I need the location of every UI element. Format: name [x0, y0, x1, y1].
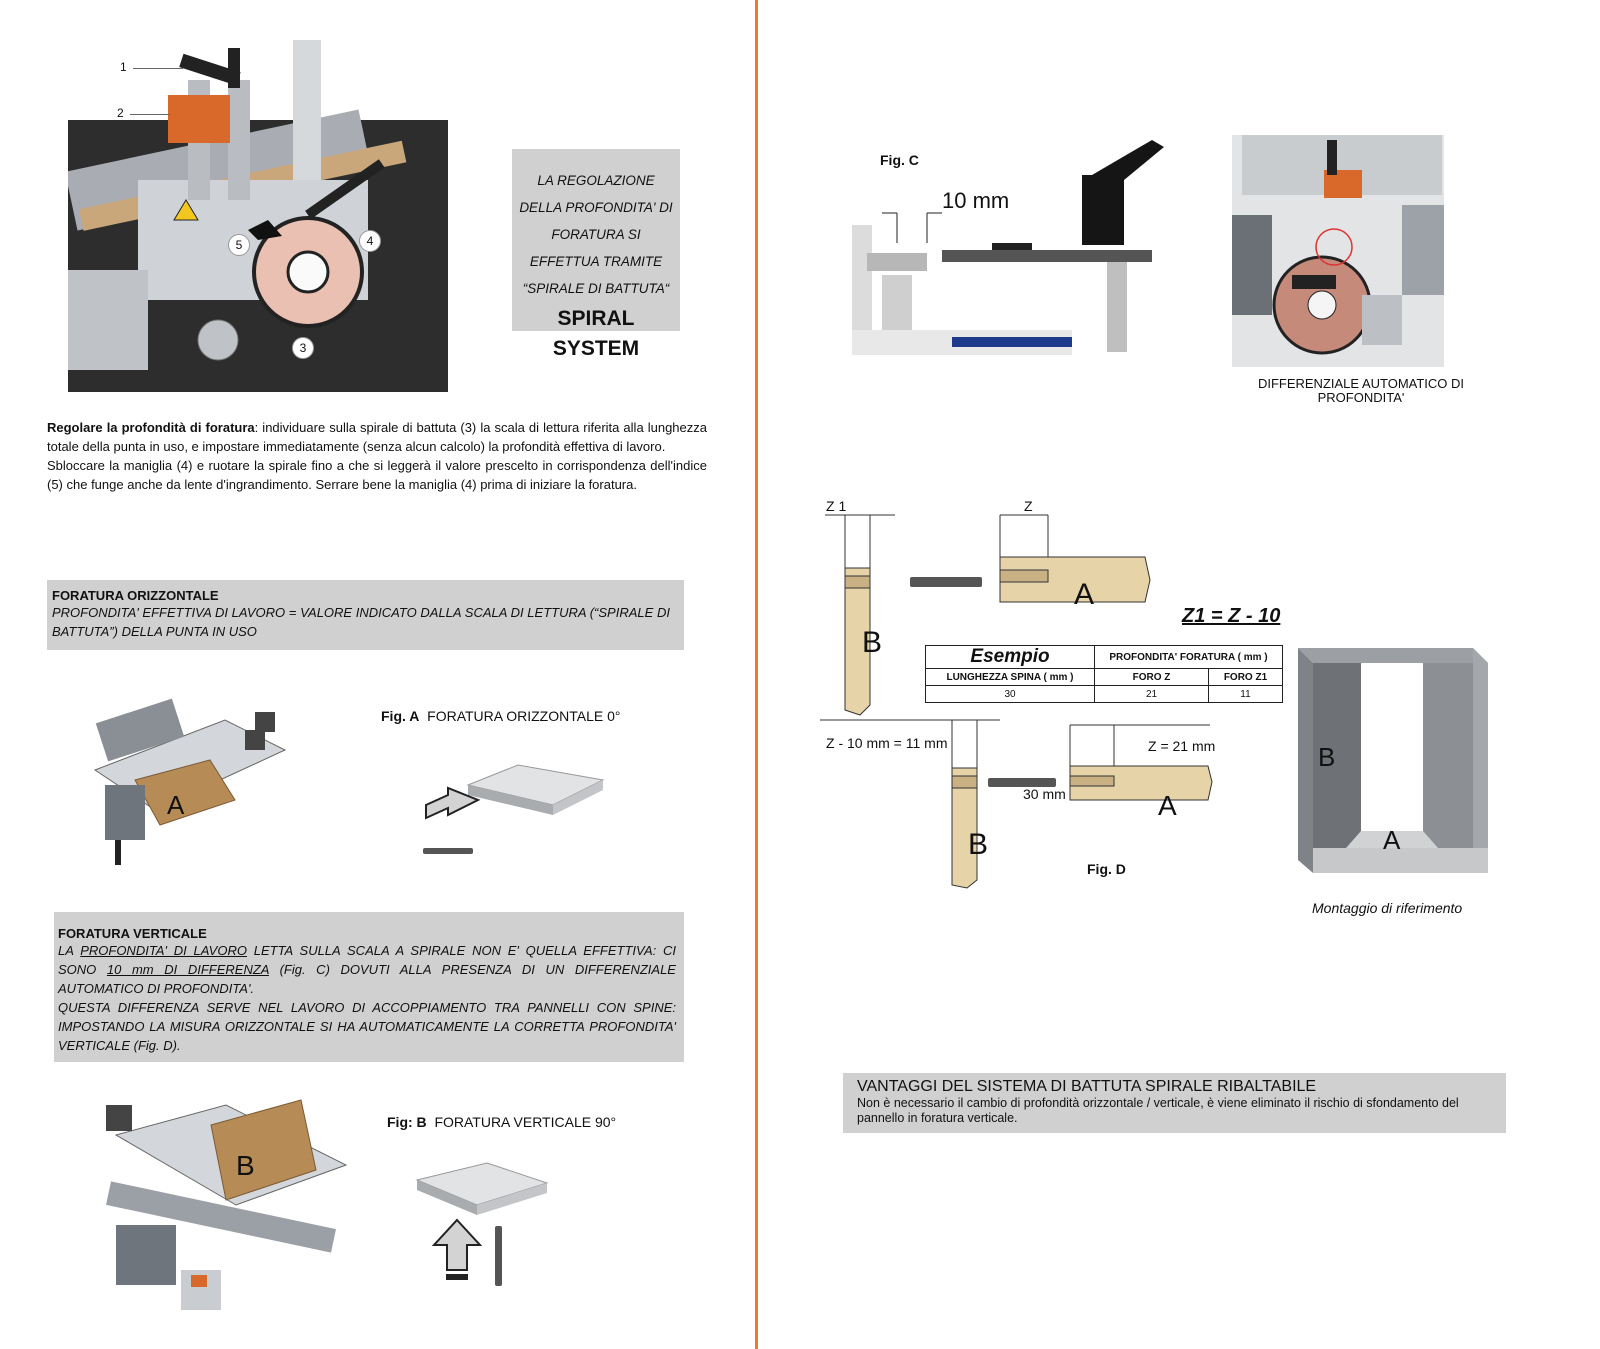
vertical-text-depth: PROFONDITA' DI LAVORO — [80, 943, 247, 958]
col-hole-z1: FORO Z1 — [1208, 668, 1283, 686]
fig-d-letter-a-top: A — [1074, 578, 1095, 611]
spiral-system-callout: LA REGOLAZIONE DELLA PROFONDITA' DI FORA… — [512, 149, 680, 360]
fig-d-dim-right: Z = 21 mm — [1148, 738, 1216, 754]
callout-line — [130, 114, 170, 115]
vertical-text-3: LETTA SULLA SCALA A SPIRALE NON E' QUELL… — [58, 943, 677, 977]
fig-c-dimension: 10 mm — [942, 188, 1010, 213]
horizontal-title: FORATURA ORIZZONTALE — [52, 588, 219, 603]
fig-d-dim-dowel: 30 mm — [1023, 786, 1066, 802]
vertical-text-difference: 10 mm DI DIFFERENZA — [106, 962, 269, 977]
advantages-title: VANTAGGI DEL SISTEMA DI BATTUTA SPIRALE … — [857, 1078, 1317, 1095]
fig-d-diagram — [820, 510, 1290, 920]
fig-a-caption: Fig. A FORATURA ORIZZONTALE 0° — [381, 708, 620, 724]
intro-lead: Regolare la profondità di foratura — [47, 420, 255, 435]
fig-c-label: Fig. C — [880, 152, 919, 168]
fig-a-panel-letter: A — [167, 790, 185, 820]
fig-d-letter-a-bottom: A — [1158, 790, 1177, 821]
fig-b-caption: Fig: B FORATURA VERTICALE 90° — [387, 1114, 616, 1130]
vertical-title: FORATURA VERTICALE — [58, 926, 207, 941]
callout-5: 5 — [228, 234, 250, 256]
fig-b-caption-text: FORATURA VERTICALE 90° — [434, 1114, 617, 1130]
advantages-box: VANTAGGI DEL SISTEMA DI BATTUTA SPIRALE … — [843, 1073, 1506, 1133]
assembly-letter-a: A — [1383, 825, 1401, 855]
vertical-text-5: (Fig. C) DOVUTI ALLA PRESENZA DI UN DIFF… — [58, 962, 676, 996]
fig-d-z1-label: Z 1 — [826, 498, 847, 514]
callout-1: 1 — [120, 60, 127, 74]
fig-b-panel-letter: B — [236, 1150, 255, 1181]
fig-d-letter-b-top: B — [862, 626, 883, 659]
fig-d-z-label: Z — [1024, 498, 1033, 514]
callout-line — [133, 68, 183, 69]
fig-b-machine-drawing — [86, 1095, 356, 1320]
fig-d-dim-left: Z - 10 mm = 11 mm — [826, 735, 948, 751]
table-cell: 21 — [1094, 685, 1209, 703]
callout-2: 2 — [117, 106, 124, 120]
col-dowel-length: LUNGHEZZA SPINA ( mm ) — [925, 668, 1095, 686]
advantages-text: Non è necessario il cambio di profondità… — [857, 1096, 1459, 1125]
intro-paragraph: Regolare la profondità di foratura: indi… — [47, 418, 707, 494]
horizontal-text: PROFONDITA' EFFETTIVA DI LAVORO = VALORE… — [52, 605, 670, 639]
assembly-letter-b: B — [1318, 742, 1336, 772]
fig-d-formula: Z1 = Z - 10 — [1182, 605, 1281, 627]
callout-3: 3 — [292, 337, 314, 359]
fig-d-label: Fig. D — [1087, 861, 1126, 877]
callout-line-2: DELLA PROFONDITA' DI — [519, 200, 673, 215]
callout-line-3: FORATURA SI — [551, 227, 641, 242]
intro-text-1: : individuare sulla spirale di battuta (… — [47, 420, 707, 454]
fig-b-label: Fig: B — [387, 1114, 427, 1130]
callout-4: 4 — [359, 230, 381, 252]
callout-line-4: EFFETTUA TRAMITE — [529, 254, 663, 269]
table-cell: 11 — [1208, 685, 1283, 703]
fig-c-drawing — [852, 135, 1192, 355]
machine-illustration — [65, 40, 448, 392]
depth-header: PROFONDITA' FORATURA ( mm ) — [1094, 645, 1283, 669]
spiral-system-title: SPIRAL SYSTEM — [552, 307, 640, 360]
differential-caption: DIFFERENZIALE AUTOMATICO DI PROFONDITA' — [1257, 377, 1465, 405]
vertical-text-1: LA — [58, 943, 81, 958]
fig-a-panel-diagram — [418, 760, 608, 860]
vertical-text-6: QUESTA DIFFERENZA SERVE NEL LAVORO DI AC… — [58, 1000, 676, 1053]
table-cell: 30 — [925, 685, 1095, 703]
vertical-text: LA PROFONDITA' DI LAVORO LETTA SULLA SCA… — [58, 941, 676, 1055]
example-title: Esempio — [925, 645, 1095, 669]
fig-d-letter-b-bottom: B — [968, 828, 989, 861]
callout-line-1: LA REGOLAZIONE — [537, 173, 655, 188]
col-hole-z: FORO Z — [1094, 668, 1209, 686]
assembly-caption: Montaggio di riferimento — [1312, 900, 1463, 916]
intro-text-2: Sbloccare la maniglia (4) e ruotare la s… — [47, 458, 707, 492]
horizontal-drilling-box: FORATURA ORIZZONTALE PROFONDITA' EFFETTI… — [47, 580, 684, 650]
fig-a-label: Fig. A — [381, 708, 420, 724]
page-divider — [755, 0, 758, 1349]
differential-photo — [1232, 135, 1444, 367]
callout-line-5: “SPIRALE DI BATTUTA“ — [522, 281, 670, 296]
fig-b-panel-diagram — [412, 1160, 562, 1290]
fig-a-machine-drawing — [75, 690, 290, 870]
assembly-drawing — [1298, 648, 1488, 880]
fig-a-caption-text: FORATURA ORIZZONTALE 0° — [427, 708, 621, 724]
vertical-drilling-box: FORATURA VERTICALE LA PROFONDITA' DI LAV… — [54, 912, 684, 1062]
example-table: Esempio PROFONDITA' FORATURA ( mm ) LUNG… — [925, 645, 1283, 703]
